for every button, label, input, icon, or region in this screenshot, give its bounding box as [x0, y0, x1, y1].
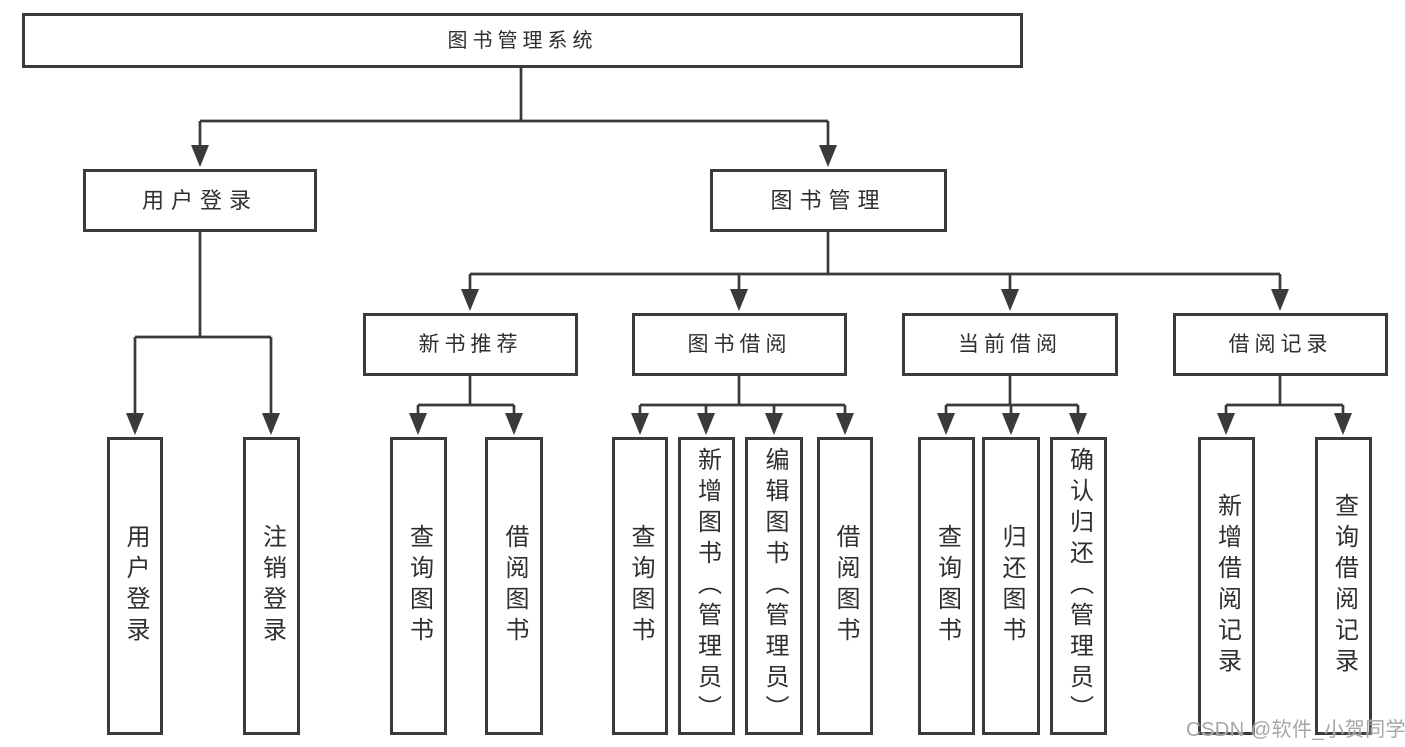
arrowhead [1069, 413, 1087, 435]
arrowhead [126, 413, 144, 435]
leaf-logout-login-label: 注销登录 [258, 524, 286, 648]
node-current-borrow-label: 当前借阅 [958, 333, 1062, 356]
arrowhead [1334, 413, 1352, 435]
arrowhead [730, 289, 748, 311]
arrowhead [697, 413, 715, 435]
arrowhead [409, 413, 427, 435]
leaf-records-query-record-label: 查询借阅记录 [1330, 493, 1358, 679]
node-new-book-recommend-label: 新书推荐 [418, 333, 523, 356]
node-borrow-records: 借阅记录 [1173, 313, 1388, 376]
arrowhead [1001, 289, 1019, 311]
leaf-records-add-record: 新增借阅记录 [1198, 437, 1255, 735]
leaf-current-confirm-return-admin: 确认归还（管理员） [1050, 437, 1107, 735]
node-root: 图书管理系统 [22, 13, 1023, 68]
node-user-login-label: 用户登录 [141, 187, 258, 213]
leaf-current-query-books-label: 查询图书 [933, 524, 961, 648]
leaf-records-add-record-label: 新增借阅记录 [1213, 493, 1241, 679]
node-book-borrow: 图书借阅 [632, 313, 847, 376]
node-book-management-label: 图书管理 [770, 187, 887, 213]
node-book-borrow-label: 图书借阅 [687, 333, 792, 356]
leaf-borrow-query-books-label: 查询图书 [627, 524, 654, 648]
leaf-logout-login: 注销登录 [243, 437, 300, 735]
arrowheads [126, 145, 1352, 435]
arrowhead [461, 289, 479, 311]
arrowhead [765, 413, 783, 435]
leaf-newrec-query-books-label: 查询图书 [405, 524, 433, 648]
arrowhead [937, 413, 955, 435]
leaf-current-return-books: 归还图书 [982, 437, 1040, 735]
node-current-borrow: 当前借阅 [902, 313, 1118, 376]
node-borrow-records-label: 借阅记录 [1228, 333, 1333, 356]
connector-paths [133, 68, 1345, 419]
leaf-borrow-edit-books-admin-label: 编辑图书（管理员） [761, 446, 788, 726]
leaf-borrow-borrow-books-label: 借阅图书 [832, 524, 859, 648]
connector-current-to-leaves [944, 376, 1080, 419]
leaf-current-return-books-label: 归还图书 [998, 524, 1025, 648]
leaf-newrec-query-books: 查询图书 [390, 437, 447, 735]
arrowhead [1002, 413, 1020, 435]
leaf-newrec-borrow-books-label: 借阅图书 [501, 524, 528, 648]
leaf-user-login-label: 用户登录 [122, 524, 149, 648]
connector-bookmgmt-to-level3 [468, 232, 1282, 295]
leaf-current-query-books: 查询图书 [918, 437, 975, 735]
arrowhead [1271, 289, 1289, 311]
connector-newrec-to-leaves [416, 376, 516, 419]
node-book-management: 图书管理 [710, 169, 947, 232]
connector-records-to-leaves [1224, 376, 1345, 419]
arrowhead [819, 145, 837, 167]
arrowhead [505, 413, 523, 435]
leaf-borrow-query-books: 查询图书 [612, 437, 668, 735]
leaf-newrec-borrow-books: 借阅图书 [485, 437, 543, 735]
connector-borrow-to-leaves [638, 376, 847, 419]
arrowhead [191, 145, 209, 167]
arrowhead [262, 413, 280, 435]
node-new-book-recommend: 新书推荐 [363, 313, 578, 376]
csdn-watermark: CSDN @软件_小贺同学 [1186, 719, 1405, 741]
arrowhead [836, 413, 854, 435]
node-user-login: 用户登录 [83, 169, 317, 232]
connector-userlogin-to-leaves [133, 232, 273, 419]
leaf-current-confirm-return-admin-label: 确认归还（管理员） [1065, 446, 1093, 726]
connector-root-to-level2 [198, 68, 830, 151]
node-root-label: 图书管理系统 [447, 29, 598, 52]
arrowhead [1217, 413, 1235, 435]
leaf-records-query-record: 查询借阅记录 [1315, 437, 1372, 735]
leaf-borrow-edit-books-admin: 编辑图书（管理员） [745, 437, 803, 735]
leaf-borrow-add-books-admin: 新增图书（管理员） [678, 437, 735, 735]
leaf-borrow-add-books-admin-label: 新增图书（管理员） [693, 446, 721, 726]
leaf-borrow-borrow-books: 借阅图书 [817, 437, 873, 735]
arrowhead [631, 413, 649, 435]
leaf-user-login: 用户登录 [107, 437, 163, 735]
